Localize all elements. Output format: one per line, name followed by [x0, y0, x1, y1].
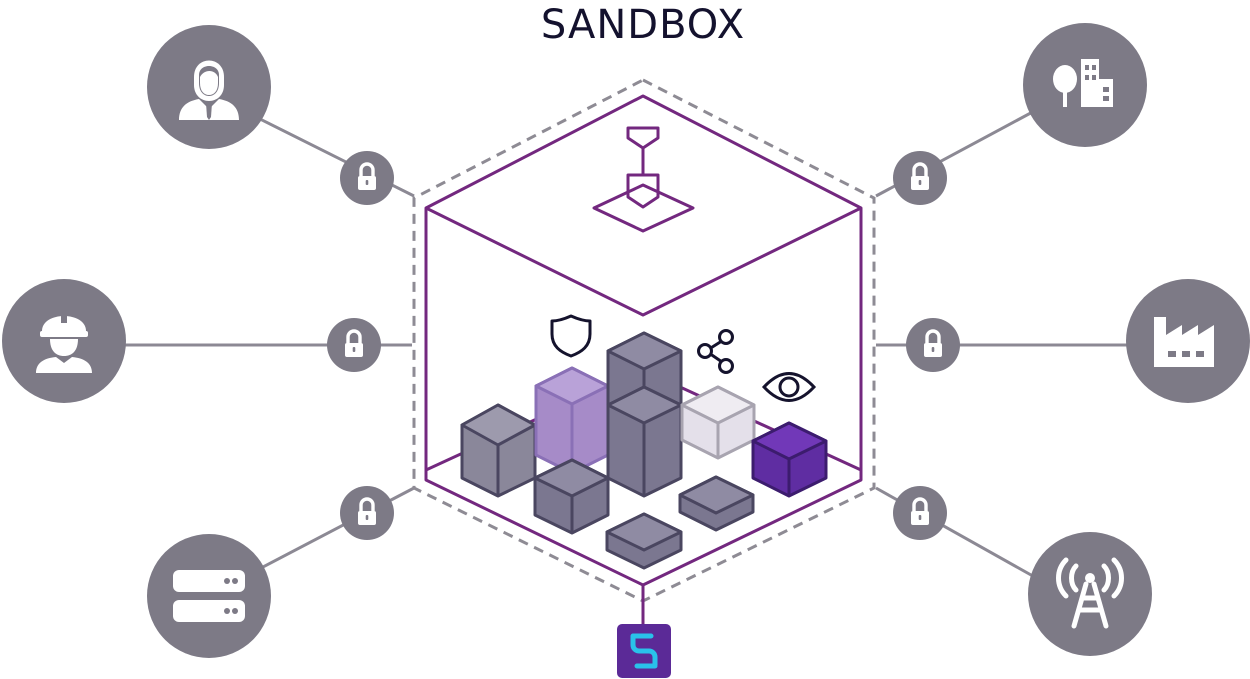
node-factory[interactable] [1126, 279, 1250, 403]
lock-icon-middle-right [904, 316, 962, 374]
block-mid-low [533, 458, 610, 535]
businesswoman-icon [179, 60, 239, 120]
radio-tower-icon [1056, 557, 1124, 629]
block-left [460, 403, 537, 498]
eye-icon [761, 372, 817, 402]
factory-icon [1154, 317, 1214, 367]
data-blocks [460, 331, 828, 570]
share-icon [697, 329, 734, 374]
block-lilac [534, 366, 610, 475]
lock-icon-middle-left [325, 316, 383, 374]
lock-icon-top-right [891, 149, 949, 207]
block-bottom-flat [605, 512, 683, 570]
block-front-tall [606, 385, 683, 498]
shield-icon [550, 314, 592, 358]
block-violet [751, 421, 828, 498]
block-right-flat [678, 475, 755, 532]
lock-icon-bottom-left [338, 484, 396, 542]
server-icon [173, 570, 245, 622]
node-antenna[interactable] [1028, 532, 1152, 656]
node-server[interactable] [147, 534, 271, 658]
brand-logo-icon [617, 624, 671, 678]
construction-worker-icon [36, 313, 92, 373]
node-city[interactable] [1023, 23, 1147, 147]
lock-icon-top-left [338, 149, 396, 207]
shovel-icon [592, 126, 695, 233]
node-business-user[interactable] [147, 25, 271, 149]
block-ghost [680, 385, 756, 460]
lock-icon-bottom-right [891, 484, 949, 542]
node-construction-worker[interactable] [2, 279, 126, 403]
city-icon [1053, 59, 1113, 107]
diagram-title: SANDBOX [540, 2, 746, 48]
cube-top-edge [425, 206, 862, 317]
